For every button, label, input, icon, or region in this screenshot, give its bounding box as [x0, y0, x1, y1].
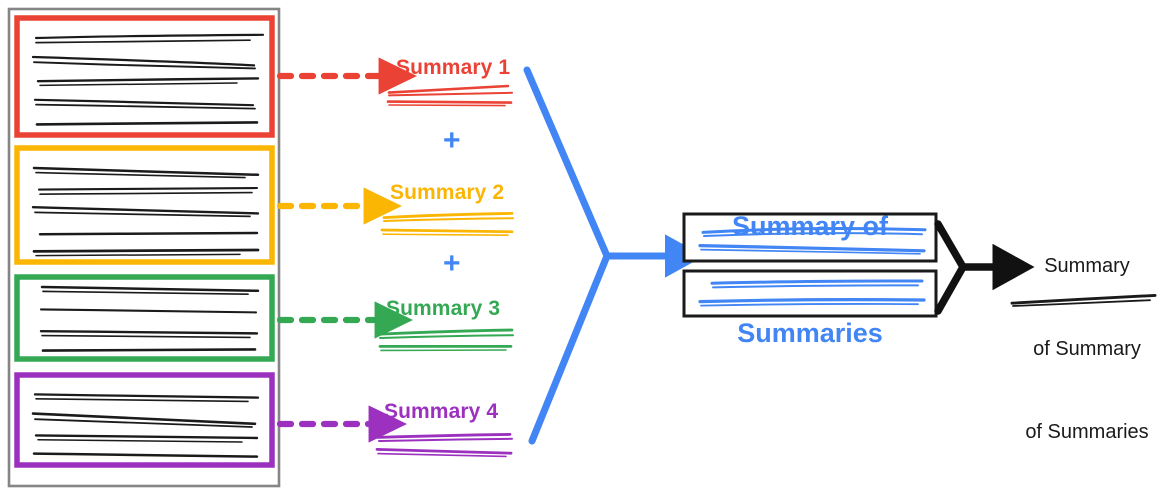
chunk-2-group[interactable]	[14, 145, 275, 265]
chunk-2-box[interactable]	[14, 145, 275, 265]
chunk-4-scribbles	[31, 393, 260, 458]
final-output-scribble	[1010, 293, 1157, 307]
plus-operator-1: +	[443, 124, 461, 157]
chunk-3-group[interactable]	[14, 274, 275, 362]
sos-box-1-group[interactable]	[682, 212, 938, 263]
chunk-1-box[interactable]	[14, 15, 275, 138]
final-title-line-3: of Summaries	[1025, 420, 1149, 443]
summary-1-label: Summary 1	[396, 56, 511, 79]
final-title-line-2: of Summary	[1033, 337, 1141, 360]
sos-box-2-group[interactable]	[682, 269, 938, 318]
summary-4-label: Summary 4	[384, 400, 499, 423]
chunk-3-scribbles	[39, 285, 260, 352]
sos-box-2[interactable]	[682, 269, 938, 318]
plus-operator-2: +	[443, 247, 461, 280]
chunk-2-scribbles	[31, 166, 260, 257]
summary-3-scribbles	[377, 328, 514, 352]
summary-of-summaries-title: Summary of Summaries	[690, 138, 930, 423]
blue-merge-arrow	[523, 66, 611, 445]
summary-1-scribbles	[386, 84, 513, 107]
chunk-1-group[interactable]	[14, 15, 275, 138]
final-output-title: Summary of Summary of Summaries	[1008, 198, 1166, 495]
black-merge-arrow	[934, 220, 967, 315]
chunk-4-group[interactable]	[14, 372, 275, 468]
sos-box-1-scribbles	[698, 227, 927, 255]
final-title-line-1: Summary	[1044, 255, 1130, 278]
summary-4-scribbles	[375, 433, 513, 458]
summary-2-label: Summary 2	[390, 181, 505, 204]
summary-3-label: Summary 3	[386, 297, 501, 320]
sos-title-line-2: Summaries	[737, 318, 883, 349]
sos-title-line-1: Summary of	[731, 211, 889, 242]
summary-2-scribbles	[380, 212, 514, 236]
sos-box-2-scribbles	[698, 279, 926, 307]
source-document-frame	[7, 7, 281, 488]
chunk-1-scribbles	[31, 33, 265, 126]
